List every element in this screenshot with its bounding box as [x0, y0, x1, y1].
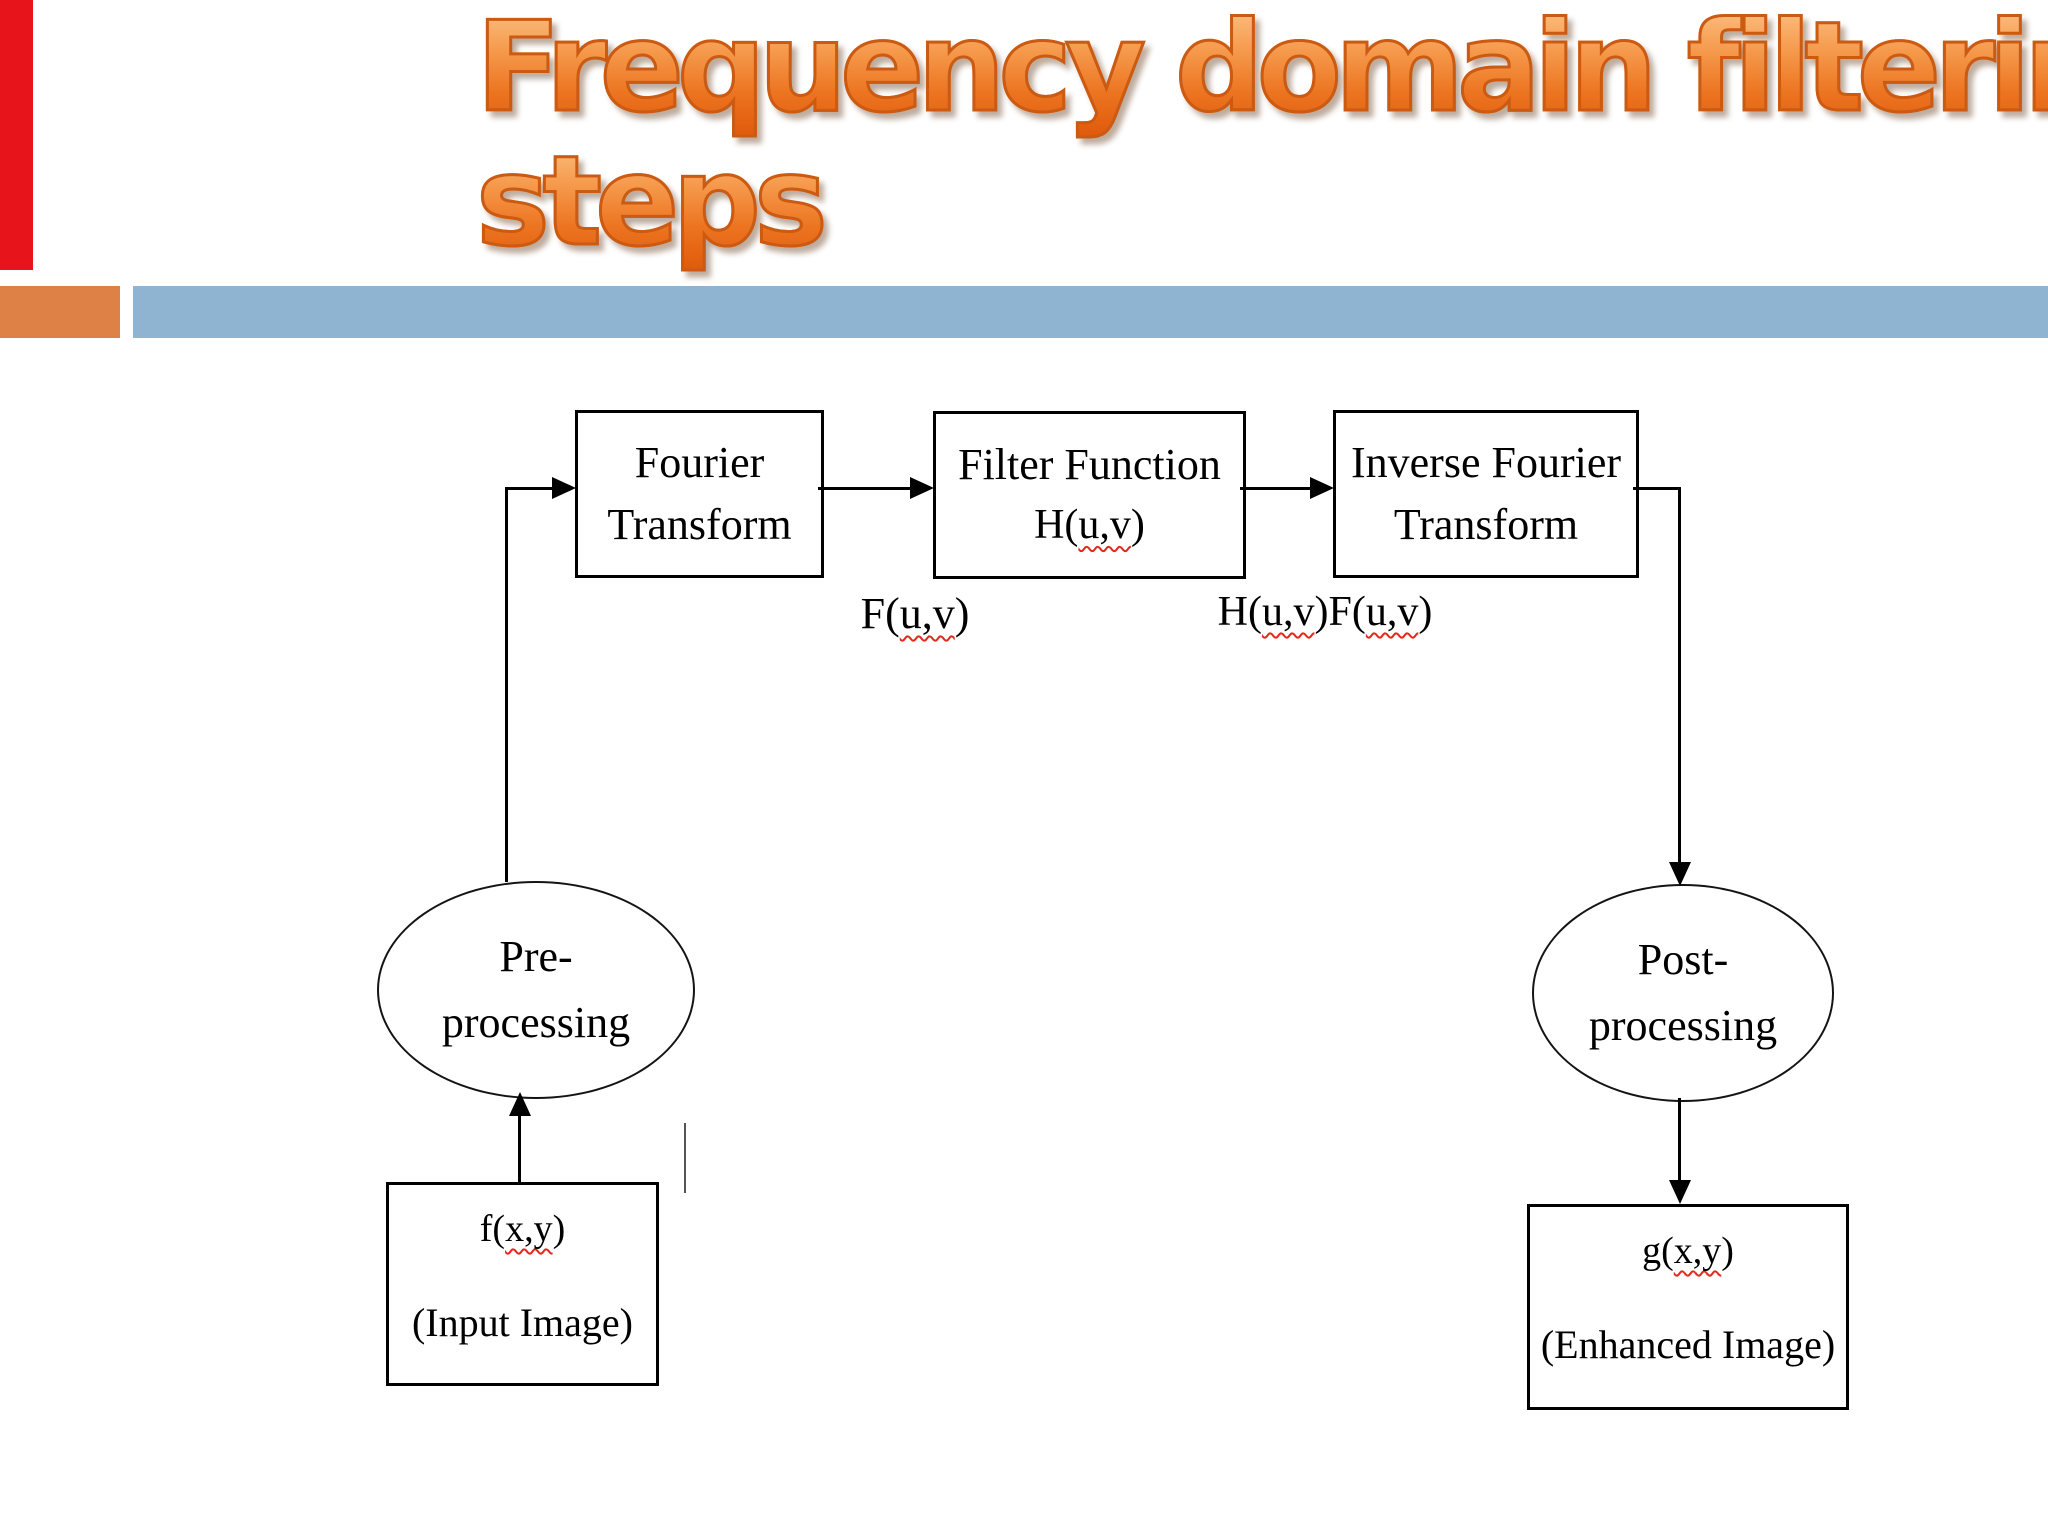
fourier-transform-line1: Fourier [634, 437, 765, 487]
pre-processing-line2: processing [441, 998, 631, 1047]
filter-function-formula: H(u,v) [1034, 496, 1145, 556]
formula-part: )F( [1314, 589, 1366, 635]
accent-orange-rectangle [0, 286, 120, 338]
formula-part: g( [1642, 1230, 1674, 1272]
formula-part: ) [1418, 589, 1433, 635]
connector-into-box1 [505, 487, 553, 490]
left-edge-red-marker [0, 0, 33, 270]
connector-box3-right [1633, 487, 1681, 490]
formula-part: ) [552, 1208, 566, 1250]
connector-box2-box3 [1240, 487, 1312, 490]
enhanced-image-caption: (Enhanced Image) [1540, 1322, 1836, 1367]
formula-part: ) [954, 589, 970, 638]
filter-function-line1: Filter Function [958, 439, 1221, 489]
formula-part-squiggled: u,v [899, 589, 955, 638]
pre-processing-ellipse: Pre- processing [377, 881, 695, 1099]
inverse-fourier-line2: Transform [1393, 500, 1579, 549]
formula-part-squiggled: x,y [1673, 1230, 1722, 1272]
inverse-fourier-transform-box: Inverse Fourier Transform [1333, 410, 1639, 578]
post-processing-ellipse: Post- processing [1532, 884, 1834, 1102]
slide-title-line2: steps [475, 133, 2048, 270]
formula-part: f( [479, 1208, 506, 1250]
enhanced-image-formula: g(x,y) [1642, 1229, 1734, 1273]
filter-function-box: Filter Function H(u,v) [933, 411, 1246, 579]
formula-part-squiggled: u,v [1078, 502, 1131, 549]
connector-preprocessing-up [505, 489, 508, 882]
formula-part: ) [1130, 502, 1145, 549]
arrowhead-into-enhanced-image [1669, 1180, 1691, 1204]
edge-label-fuv: F(u,v) [830, 588, 1000, 639]
arrowhead-into-fourier-transform [552, 477, 576, 499]
formula-part: F( [860, 589, 900, 638]
input-image-caption: (Input Image) [411, 1300, 633, 1345]
stray-line-mark [684, 1123, 686, 1193]
connector-box1-box2 [818, 487, 914, 490]
formula-part: H( [1217, 589, 1262, 635]
formula-part-squiggled: u,v [1261, 589, 1315, 635]
arrowhead-into-postprocessing [1669, 862, 1691, 886]
connector-input-to-preprocessing [518, 1112, 521, 1182]
connector-postprocessing-to-output [1678, 1098, 1681, 1180]
connector-down-to-postprocessing [1678, 487, 1681, 865]
slide-title-line1: Frequency domain filtering [475, 0, 2048, 136]
slide-title: Frequency domain filtering steps [475, 0, 2048, 270]
arrowhead-into-filter-function [910, 477, 934, 499]
inverse-fourier-line1: Inverse Fourier [1350, 437, 1621, 487]
arrowhead-into-preprocessing [509, 1092, 531, 1116]
fourier-transform-box: Fourier Transform [575, 410, 824, 578]
formula-part-squiggled: u,v [1365, 589, 1419, 635]
header-divider-band [133, 286, 2048, 338]
enhanced-image-box: g(x,y) (Enhanced Image) [1527, 1204, 1849, 1410]
post-processing-line2: processing [1588, 1001, 1778, 1050]
formula-part: ) [1721, 1230, 1734, 1272]
edge-label-huv-fuv: H(u,v)F(u,v) [1180, 588, 1470, 636]
pre-processing-line1: Pre- [499, 932, 573, 981]
arrowhead-into-inverse-fourier [1310, 477, 1334, 499]
fourier-transform-line2: Transform [607, 500, 792, 549]
formula-part: H( [1034, 502, 1079, 549]
input-image-box: f(x,y) (Input Image) [386, 1182, 659, 1386]
input-image-formula: f(x,y) [480, 1207, 565, 1251]
formula-part-squiggled: x,y [505, 1208, 553, 1250]
post-processing-line1: Post- [1637, 935, 1729, 984]
